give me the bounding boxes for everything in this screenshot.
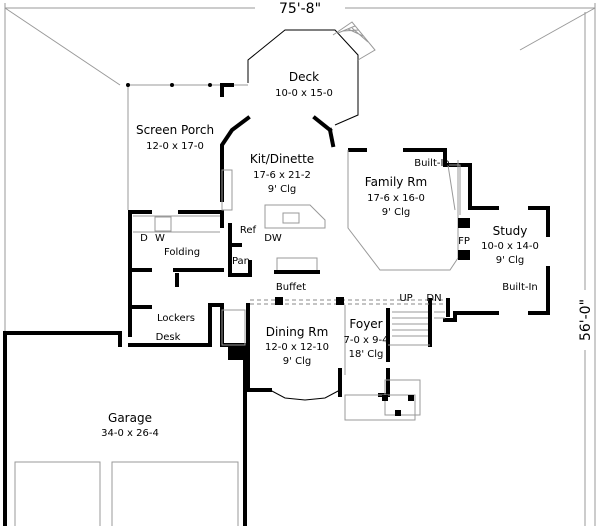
kitchen-ceiling: 9' Clg — [268, 184, 296, 195]
family-room-outline — [347, 150, 470, 271]
family-room-label: Family Rm — [365, 175, 427, 189]
buffet-label: Buffet — [276, 282, 306, 293]
garage-label: Garage — [108, 411, 152, 425]
dining-foyer — [221, 297, 445, 401]
foyer-size: 7-0 x 9-4 — [344, 335, 389, 346]
stairs-up-label: UP — [399, 293, 412, 304]
entry-steps — [344, 379, 421, 421]
kitchen-fixtures — [133, 169, 326, 274]
deck-label: Deck — [289, 70, 319, 84]
family-builtin-label: Built-In — [414, 158, 450, 169]
desk-label: Desk — [156, 332, 181, 343]
dining-room-label: Dining Rm — [266, 325, 329, 339]
ref-label: Ref — [240, 225, 257, 236]
folding-label: Folding — [164, 247, 200, 258]
lockers-label: Lockers — [157, 313, 195, 324]
overall-dimension-lines — [4, 3, 596, 526]
garage-size: 34-0 x 26-4 — [101, 428, 159, 439]
dw-label: DW — [264, 233, 282, 244]
washer-label: W — [155, 233, 165, 244]
screen-porch-label: Screen Porch — [136, 123, 214, 137]
garage-doors — [14, 461, 239, 526]
foyer-ceiling: 18' Clg — [349, 349, 384, 360]
dining-room-ceiling: 9' Clg — [283, 356, 311, 367]
screen-porch-size: 12-0 x 17-0 — [146, 141, 204, 152]
stairs — [388, 311, 445, 346]
kitchen-label: Kit/Dinette — [250, 152, 314, 166]
pantry-label: Pan — [232, 256, 250, 267]
deck-size: 10-0 x 15-0 — [275, 88, 333, 99]
fireplace-label: FP — [458, 236, 470, 247]
overall-width: 75'-8" — [279, 1, 321, 17]
foyer-label: Foyer — [349, 317, 382, 331]
dining-room-size: 12-0 x 12-10 — [265, 342, 329, 353]
stairs-down-label: DN — [426, 293, 441, 304]
study-label: Study — [493, 224, 528, 238]
study-builtin-label: Built-In — [502, 282, 538, 293]
family-room-ceiling: 9' Clg — [382, 207, 410, 218]
deck — [247, 21, 376, 126]
family-room-size: 17-6 x 16-0 — [367, 193, 425, 204]
study-size: 10-0 x 14-0 — [481, 241, 539, 252]
kitchen-size: 17-6 x 21-2 — [253, 170, 311, 181]
study-ceiling: 9' Clg — [496, 255, 524, 266]
overall-depth: 56'-0" — [578, 299, 594, 341]
dryer-label: D — [140, 233, 148, 244]
